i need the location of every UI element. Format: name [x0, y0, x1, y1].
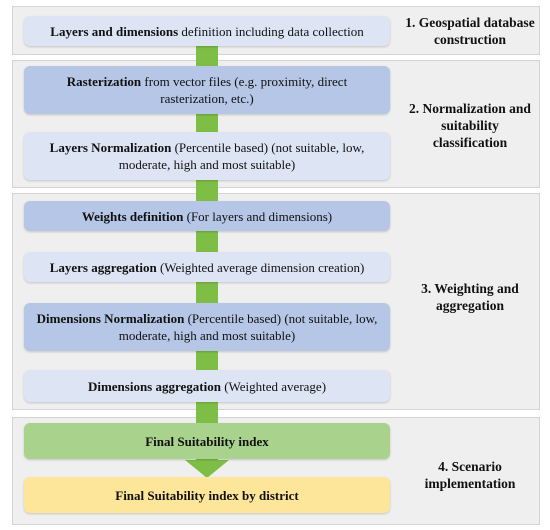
dimensions-aggregation-box: Dimensions aggregation (Weighted average…	[24, 370, 390, 402]
stage-3-label: 3. Weighting and aggregation	[421, 281, 519, 313]
dimensions-normalization-box: Dimensions Normalization (Percentile bas…	[24, 303, 390, 351]
rasterization-box: Rasterization from vector files (e.g. pr…	[24, 66, 390, 114]
stage-1-label: 1. Geospatial database construction	[405, 15, 535, 47]
stage-2-label: 2. Normalization and suitability classif…	[409, 101, 531, 150]
layers-normalization-box: Layers Normalization (Percentile based) …	[24, 132, 390, 180]
layers-aggregation-box: Layers aggregation (Weighted average dim…	[24, 252, 390, 282]
stage-4-label: 4. Scenario implementation	[424, 459, 516, 491]
layers-dimensions-definition-box: Layers and dimensions definition includi…	[24, 16, 390, 46]
flow-arrow-head	[185, 460, 229, 478]
weights-definition-box: Weights definition (For layers and dimen…	[24, 201, 390, 231]
final-suitability-index-district-box: Final Suitability index by district	[24, 477, 390, 513]
final-suitability-index-box: Final Suitability index	[24, 423, 390, 459]
